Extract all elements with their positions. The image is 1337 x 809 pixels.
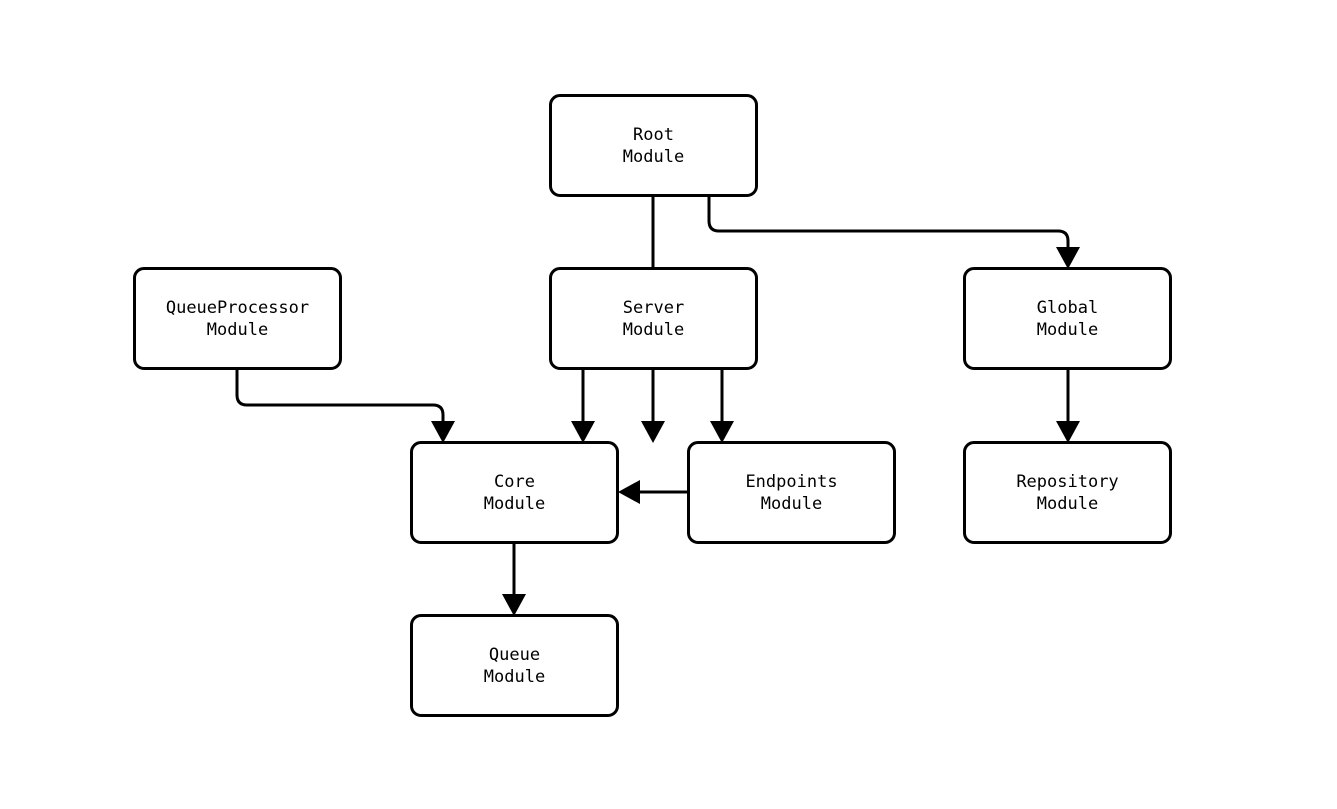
node-server-module-label: Server Module — [622, 297, 685, 340]
node-global-module-label: Global Module — [1036, 297, 1099, 340]
node-queueprocessor-module[interactable]: QueueProcessor Module — [133, 267, 342, 370]
node-server-module[interactable]: Server Module — [549, 267, 758, 370]
node-global-module[interactable]: Global Module — [963, 267, 1172, 370]
node-queue-module-label: Queue Module — [483, 644, 546, 687]
node-queueprocessor-module-label: QueueProcessor Module — [165, 297, 310, 340]
edge-server-to-core — [571, 370, 595, 443]
edge-root-to-global — [707, 197, 1080, 269]
node-repository-module-label: Repository Module — [1016, 471, 1119, 514]
node-core-module[interactable]: Core Module — [410, 441, 619, 544]
node-endpoints-module[interactable]: Endpoints Module — [687, 441, 896, 544]
edge-server-to-endpoints — [710, 370, 734, 443]
node-root-module[interactable]: Root Module — [549, 94, 758, 197]
edge-global-to-repository — [1056, 370, 1080, 443]
node-core-module-label: Core Module — [483, 471, 546, 514]
node-endpoints-module-label: Endpoints Module — [745, 471, 838, 514]
node-queue-module[interactable]: Queue Module — [410, 614, 619, 717]
node-repository-module[interactable]: Repository Module — [963, 441, 1172, 544]
edge-core-to-queue — [502, 544, 526, 616]
edge-queueprocessor-to-core — [235, 370, 455, 443]
edge-endpoints-to-core — [618, 480, 687, 504]
node-root-module-label: Root Module — [622, 124, 685, 167]
